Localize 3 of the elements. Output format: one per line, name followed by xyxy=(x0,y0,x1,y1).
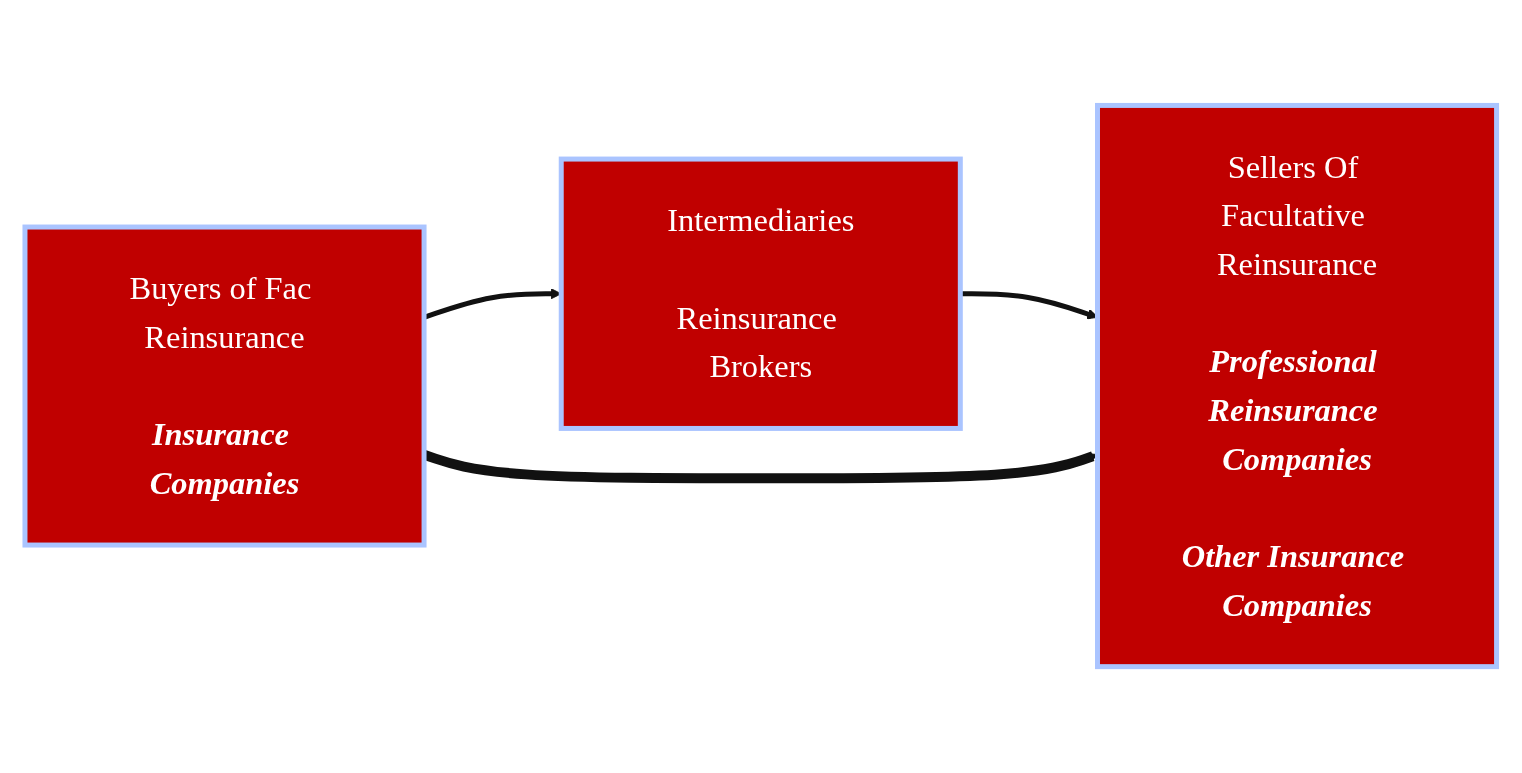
node-box: Sellers Of Facultative Reinsurance Professional Reinsurance Companies Other Insurance Companies xyxy=(1095,103,1500,670)
node-box: Buyers of Fac Reinsurance Insurance Companies xyxy=(22,225,427,548)
node-box: Intermediaries Reinsurance Brokers xyxy=(558,157,964,432)
